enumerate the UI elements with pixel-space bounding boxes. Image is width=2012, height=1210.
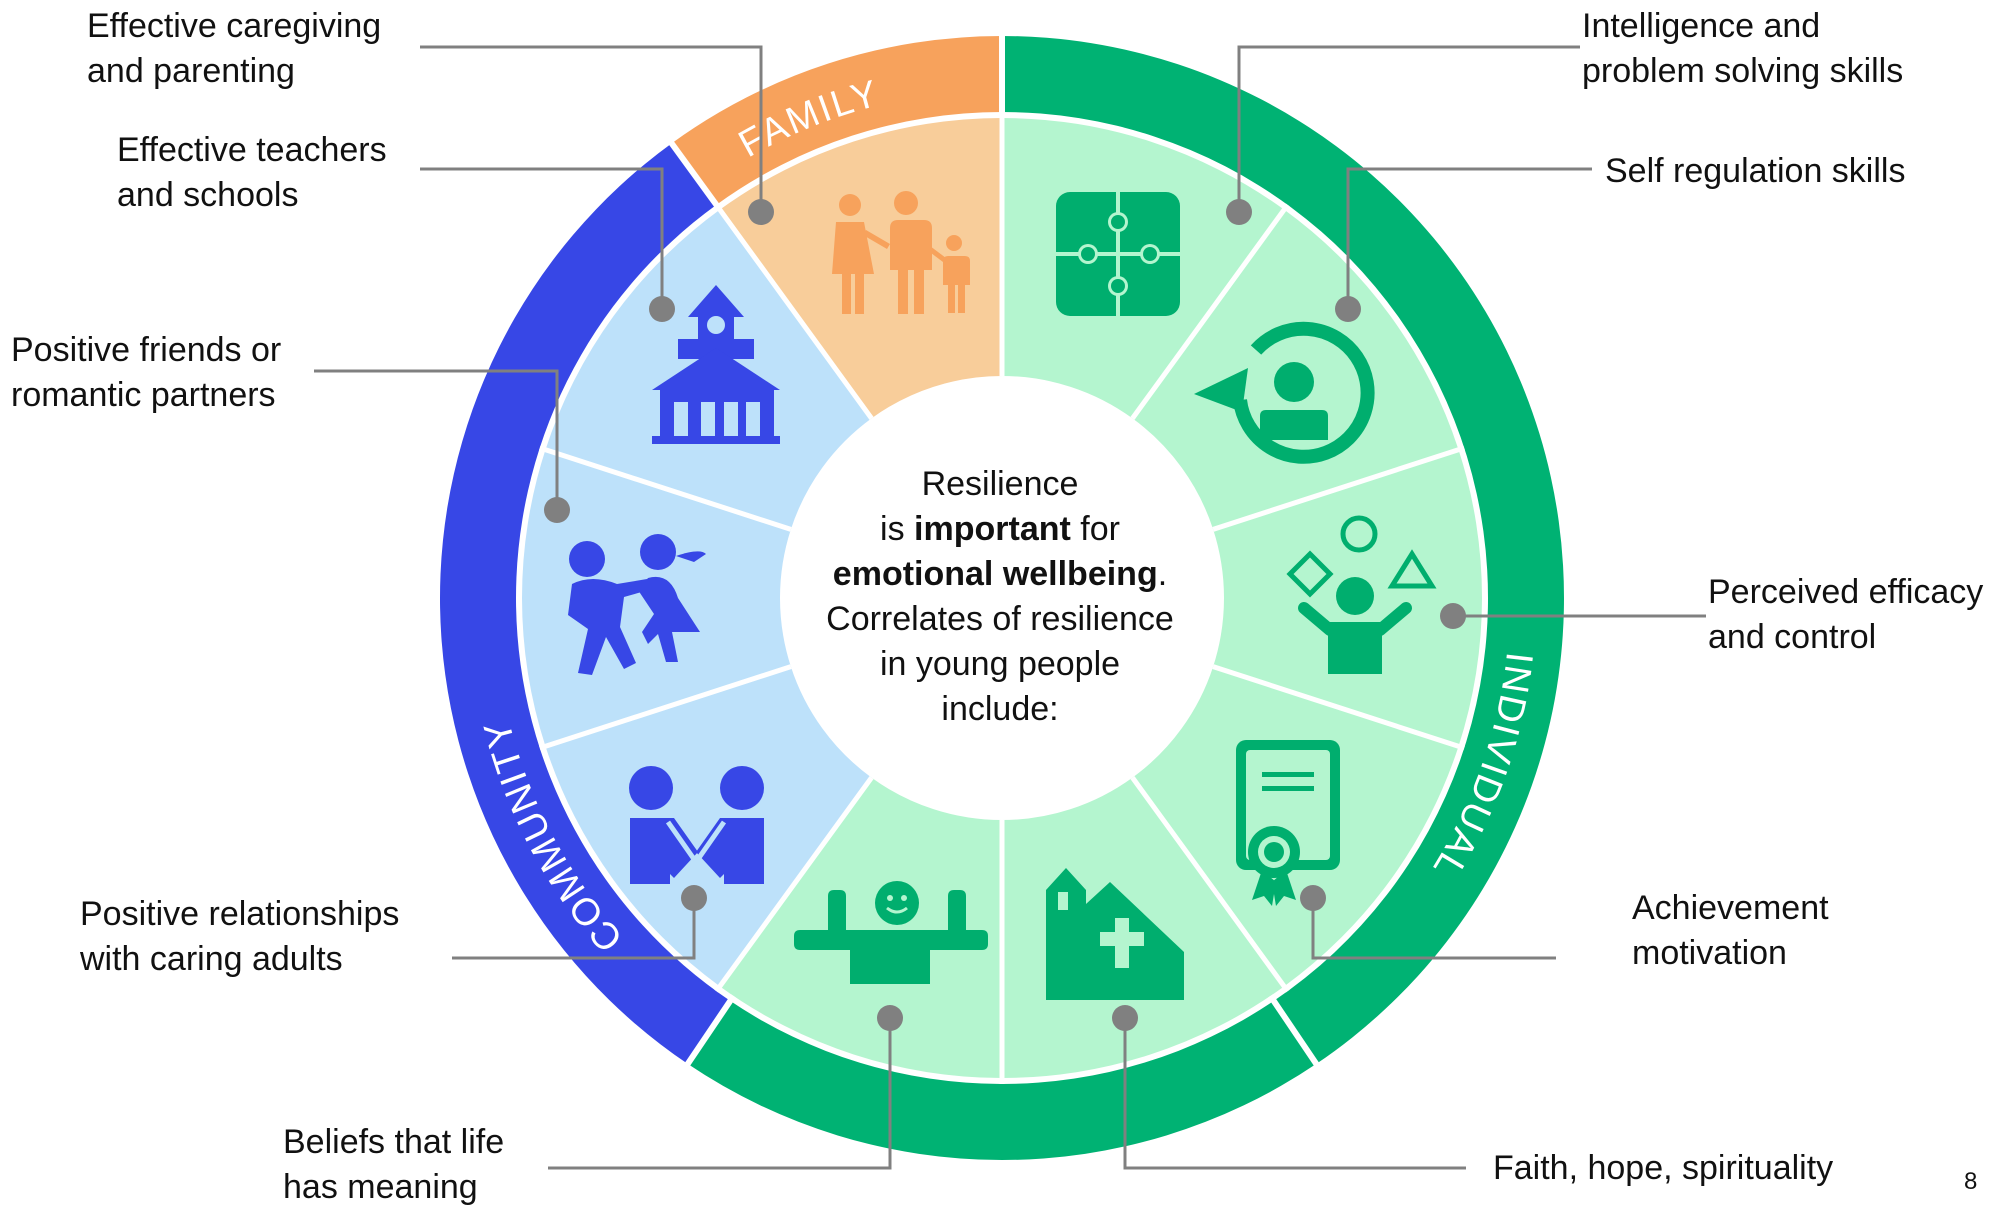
connector-teachers — [420, 167, 664, 309]
caring-adults-icon — [629, 766, 764, 884]
center-line-4: Correlates of resilience — [826, 600, 1174, 638]
church-icon — [1046, 868, 1184, 1000]
connector-caregiving — [420, 45, 763, 212]
connector-beliefs — [548, 1018, 892, 1170]
connector-relationships — [452, 898, 696, 960]
segment-divider — [1212, 664, 1465, 751]
connector-lines — [314, 45, 1706, 1170]
school-icon — [652, 285, 780, 444]
segment-divider — [539, 445, 792, 532]
connector-intelligence — [1237, 45, 1580, 212]
segment-divider — [714, 203, 874, 420]
center-line-5: in young people — [879, 645, 1121, 683]
ring-community — [440, 143, 731, 1064]
page-number: 8 — [1964, 1168, 1978, 1195]
center-circle — [788, 384, 1216, 812]
segment-divider — [714, 776, 874, 993]
center-line-1: Resilience — [921, 465, 1079, 503]
ring-individual-bottom — [687, 1000, 1317, 1160]
label-selfreg: Self regulation skills — [1605, 152, 1906, 190]
certificate-icon — [1236, 740, 1340, 906]
ring-divider — [684, 994, 737, 1068]
connector-selfreg — [1346, 167, 1592, 309]
happy-person-icon — [794, 881, 988, 984]
segment-divider — [1130, 203, 1290, 420]
segment-meaning — [719, 777, 1002, 1078]
juggling-shapes-icon — [1286, 515, 1437, 674]
dot-friends — [544, 497, 570, 523]
center-line-6: include: — [941, 690, 1059, 728]
segment-divider — [1130, 776, 1290, 993]
dot-relationships — [681, 885, 707, 911]
self-regulation-icon — [1194, 321, 1375, 464]
connector-friends — [314, 369, 559, 510]
dot-efficacy — [1440, 603, 1466, 629]
dot-selfreg — [1335, 296, 1361, 322]
dot-intelligence — [1226, 199, 1252, 225]
dot-teachers — [649, 296, 675, 322]
label-faith: Faith, hope, spirituality — [1493, 1149, 1834, 1187]
segment-caring-adults — [545, 666, 872, 987]
family-icon — [832, 191, 970, 314]
segment-divider — [539, 664, 792, 751]
ring-divider — [668, 139, 723, 212]
dot-beliefs — [877, 1005, 903, 1031]
dot-caregiving — [748, 199, 774, 225]
segment-divider — [1212, 445, 1465, 532]
dot-achievement — [1300, 885, 1326, 911]
connector-achievement — [1311, 898, 1556, 960]
dot-faith — [1112, 1005, 1138, 1031]
ring-individual — [1002, 36, 1564, 1064]
ring-divider — [1267, 994, 1320, 1068]
center-statement: Resilience is important for emotional we… — [790, 462, 1210, 732]
center-line-3: emotional wellbeing. — [832, 555, 1168, 593]
center-line-2: is important for — [880, 510, 1120, 548]
friends-dancing-icon — [568, 534, 706, 675]
ring-family — [671, 36, 1002, 205]
connector-faith — [1123, 1018, 1466, 1170]
puzzle-icon — [1056, 192, 1180, 316]
